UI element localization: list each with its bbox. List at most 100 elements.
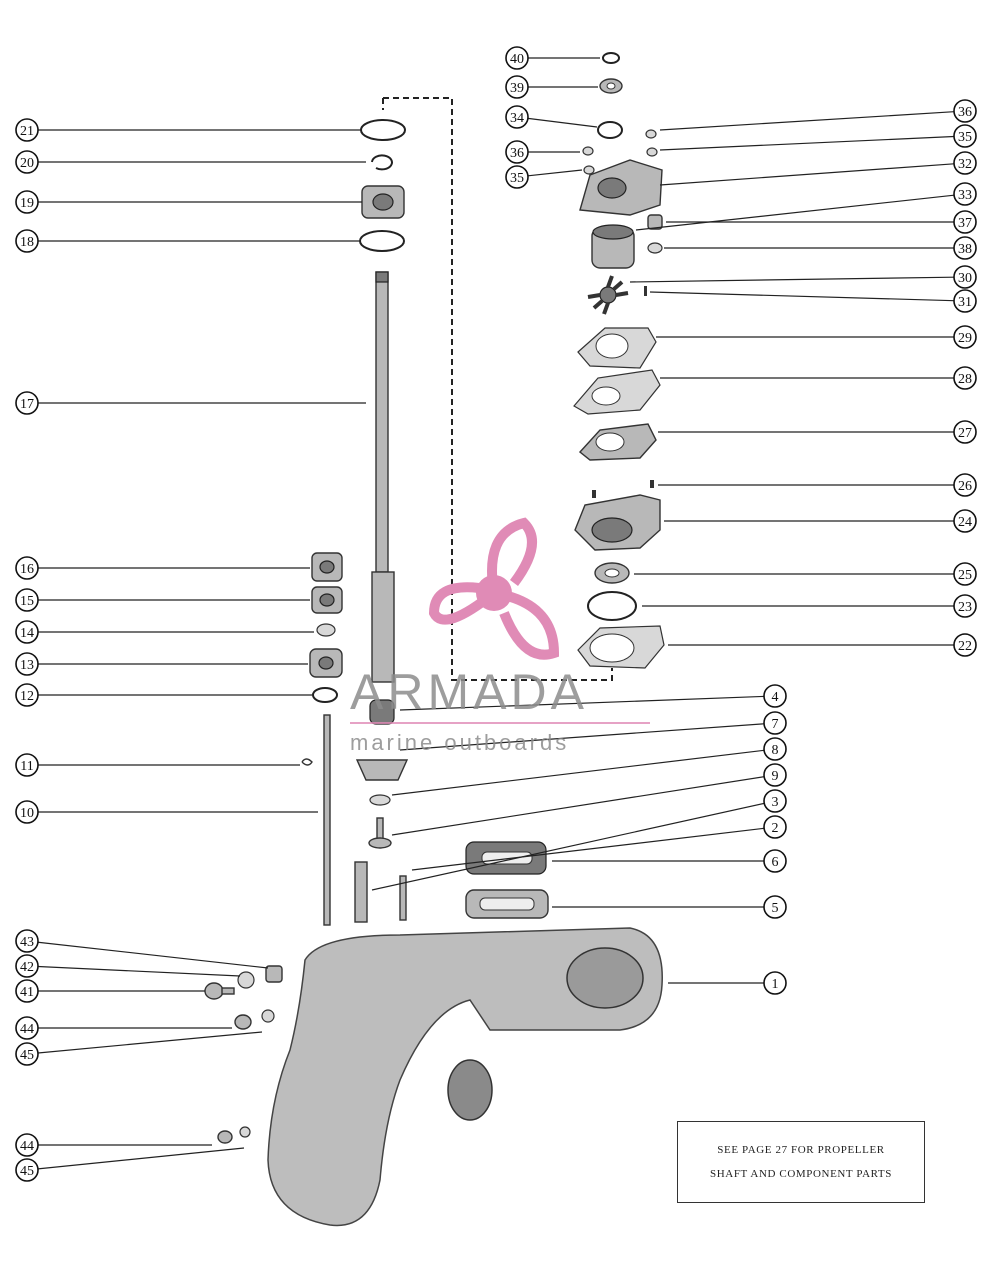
callout-number: 29	[958, 331, 972, 346]
callout-circle	[953, 509, 977, 533]
callout-circle	[15, 979, 39, 1003]
callout-number: 3	[772, 795, 779, 810]
callout-8: 8	[391, 737, 787, 796]
callout-layer: 4039343635212019181716151413121110434241…	[15, 46, 977, 1182]
callout-circle	[953, 594, 977, 618]
callout-13: 13	[15, 652, 308, 676]
callout-circle	[953, 265, 977, 289]
screw-44-lower	[217, 1130, 233, 1144]
callout-38: 38	[664, 236, 977, 260]
callout-circle	[15, 800, 39, 824]
callout-number: 33	[958, 188, 972, 203]
callout-circle	[953, 124, 977, 148]
callout-40: 40	[505, 46, 600, 70]
callout-35: 35	[659, 124, 977, 151]
callout-22: 22	[668, 633, 977, 657]
callout-circle	[953, 210, 977, 234]
shift-rod	[323, 714, 331, 926]
callout-number: 9	[772, 769, 779, 784]
callout-11: 11	[15, 753, 300, 777]
callout-44: 44	[15, 1133, 212, 1157]
gasket-5	[465, 889, 549, 919]
leader-line	[37, 941, 269, 969]
leader-line	[399, 695, 765, 711]
bearing-15	[311, 586, 343, 614]
gasket-27	[578, 423, 657, 461]
callout-10: 10	[15, 800, 318, 824]
o-ring-21	[360, 119, 406, 141]
callout-15: 15	[15, 588, 310, 612]
callout-number: 5	[772, 901, 779, 916]
o-ring-40	[602, 52, 620, 64]
callout-number: 25	[958, 568, 972, 583]
callout-circle	[763, 763, 787, 787]
callout-42: 42	[15, 954, 241, 978]
callout-30: 30	[629, 265, 977, 289]
callout-27: 27	[658, 420, 977, 444]
callout-circle	[15, 118, 39, 142]
callout-number: 28	[958, 372, 972, 387]
callout-2: 2	[411, 815, 787, 871]
screw-44	[234, 1014, 252, 1030]
callout-number: 31	[958, 295, 972, 310]
callout-circle	[953, 99, 977, 123]
nut-43	[265, 965, 283, 983]
snap-ring-20	[371, 154, 393, 171]
callout-number: 40	[510, 52, 524, 67]
callout-number: 10	[20, 806, 34, 821]
leader-line	[659, 111, 955, 131]
pump-housing-32	[579, 159, 663, 216]
seal-25	[594, 562, 630, 584]
callout-23: 23	[642, 594, 977, 618]
callout-circle	[953, 182, 977, 206]
callout-number: 41	[20, 985, 34, 1000]
callout-number: 8	[772, 743, 779, 758]
callout-circle	[763, 895, 787, 919]
callout-number: 37	[958, 216, 972, 231]
callout-number: 26	[958, 479, 972, 494]
leader-line	[527, 117, 598, 128]
washer-8	[369, 794, 391, 806]
callout-18: 18	[15, 229, 360, 253]
callout-32: 32	[659, 151, 977, 186]
callout-circle	[15, 150, 39, 174]
callout-35: 35	[505, 165, 583, 189]
leader-line	[635, 194, 955, 231]
callout-31: 31	[649, 289, 977, 313]
callout-37: 37	[666, 210, 977, 234]
callout-24: 24	[664, 509, 977, 533]
callout-number: 14	[20, 626, 34, 641]
callout-number: 43	[20, 935, 34, 950]
callout-number: 17	[20, 397, 34, 412]
callout-circle	[15, 1133, 39, 1157]
callout-45: 45	[15, 1031, 263, 1066]
callout-circle	[15, 954, 39, 978]
callout-number: 38	[958, 242, 972, 257]
callout-circle	[15, 1158, 39, 1182]
callout-circle	[15, 1042, 39, 1066]
note-line-2: SHAFT AND COMPONENT PARTS	[710, 1168, 892, 1180]
bearing-16	[311, 552, 343, 582]
leader-line	[37, 1147, 245, 1170]
gear-4	[369, 699, 395, 725]
callout-number: 2	[772, 821, 779, 836]
callout-number: 20	[20, 156, 34, 171]
leader-line	[391, 749, 765, 796]
callout-circle	[763, 815, 787, 839]
callout-number: 22	[958, 639, 972, 654]
o-ring-18	[359, 230, 405, 252]
callout-26: 26	[658, 473, 977, 497]
clip-11	[301, 758, 313, 766]
callout-circle	[15, 652, 39, 676]
callout-circle	[15, 588, 39, 612]
leader-line	[527, 169, 583, 177]
propeller-note-box: SEE PAGE 27 FOR PROPELLER SHAFT AND COMP…	[677, 1121, 925, 1203]
callout-19: 19	[15, 190, 362, 214]
callout-circle	[15, 556, 39, 580]
callout-circle	[953, 325, 977, 349]
callout-number: 42	[20, 960, 34, 975]
screw-41	[204, 982, 235, 1000]
callout-circle	[953, 633, 977, 657]
callout-12: 12	[15, 683, 312, 707]
watermark-tagline: marine outboards	[350, 730, 570, 755]
